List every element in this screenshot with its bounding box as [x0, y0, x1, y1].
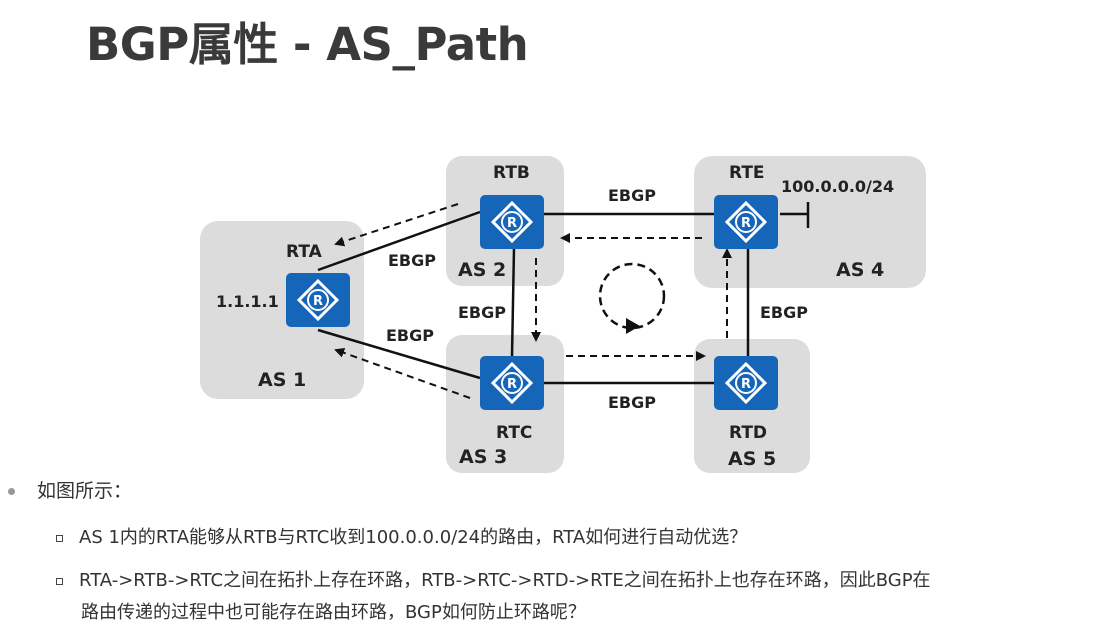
router-label-rtb: RTB [493, 163, 530, 183]
as1-box [200, 221, 364, 399]
as-label-2: AS 2 [458, 259, 506, 281]
router-icon-rtd [712, 354, 780, 412]
loop-arrowhead-icon [626, 318, 640, 334]
square-bullet-icon [56, 534, 63, 542]
as-label-4: AS 4 [836, 259, 884, 281]
as4-box [694, 156, 926, 288]
bullet-item-2: RTA->RTB->RTC之间在拓扑上存在环路，RTB->RTC->RTD->R… [56, 565, 931, 596]
bgp-topology-diagram: R RTA RTB RTC RTD RTE 1.1.1.1 10 [200, 156, 926, 473]
link-rta-rtb [317, 210, 481, 272]
square-bullet-icon [56, 577, 63, 585]
bullet-intro: 如图所示： [8, 476, 132, 503]
bullet-item-2-text: RTA->RTB->RTC之间在拓扑上存在环路，RTB->RTC->RTD->R… [79, 570, 931, 591]
as-label-5: AS 5 [728, 448, 776, 470]
ebgp-label-rta-rtc: EBGP [386, 326, 434, 345]
as-label-3: AS 3 [459, 446, 507, 468]
page-title: BGP属性 - AS_Path [86, 18, 529, 71]
router-label-rtd: RTD [729, 423, 767, 443]
ebgp-label-rtc-rtd: EBGP [608, 393, 656, 412]
ebgp-label-rta-rtb: EBGP [388, 251, 436, 270]
router-label-rta: RTA [286, 242, 323, 262]
arrow-rtb-to-rta [334, 203, 459, 247]
router-icon-rtb [478, 193, 546, 251]
bullet-item-1: AS 1内的RTA能够从RTB与RTC收到100.0.0.0/24的路由，RTA… [56, 522, 747, 553]
router-icon-rte [712, 193, 780, 251]
ebgp-label-rtb-rtc: EBGP [458, 303, 506, 322]
bullet-dot-icon [8, 488, 15, 495]
ebgp-label-rte-rtd: EBGP [760, 303, 808, 322]
bullet-item-1-text: AS 1内的RTA能够从RTB与RTC收到100.0.0.0/24的路由，RTA… [79, 527, 748, 548]
router-icon-rtc [478, 354, 546, 412]
bullet-item-2-continued: 路由传递的过程中也可能存在路由环路，BGP如何防止环路呢？ [56, 597, 586, 628]
router-label-rte: RTE [729, 163, 765, 183]
rte-prefix: 100.0.0.0/24 [781, 177, 894, 196]
link-rta-rtc [317, 328, 481, 380]
router-icon-rta [284, 271, 352, 329]
rta-address: 1.1.1.1 [216, 292, 279, 311]
bullet-item-2-continued-text: 路由传递的过程中也可能存在路由环路，BGP如何防止环路呢？ [81, 602, 586, 623]
link-rtb-rtc [510, 247, 516, 357]
as-label-1: AS 1 [258, 369, 306, 391]
bullet-intro-text: 如图所示： [37, 480, 133, 502]
loop-circle-icon [598, 262, 666, 330]
router-label-rtc: RTC [496, 423, 532, 443]
ebgp-label-rtb-rte: EBGP [608, 186, 656, 205]
